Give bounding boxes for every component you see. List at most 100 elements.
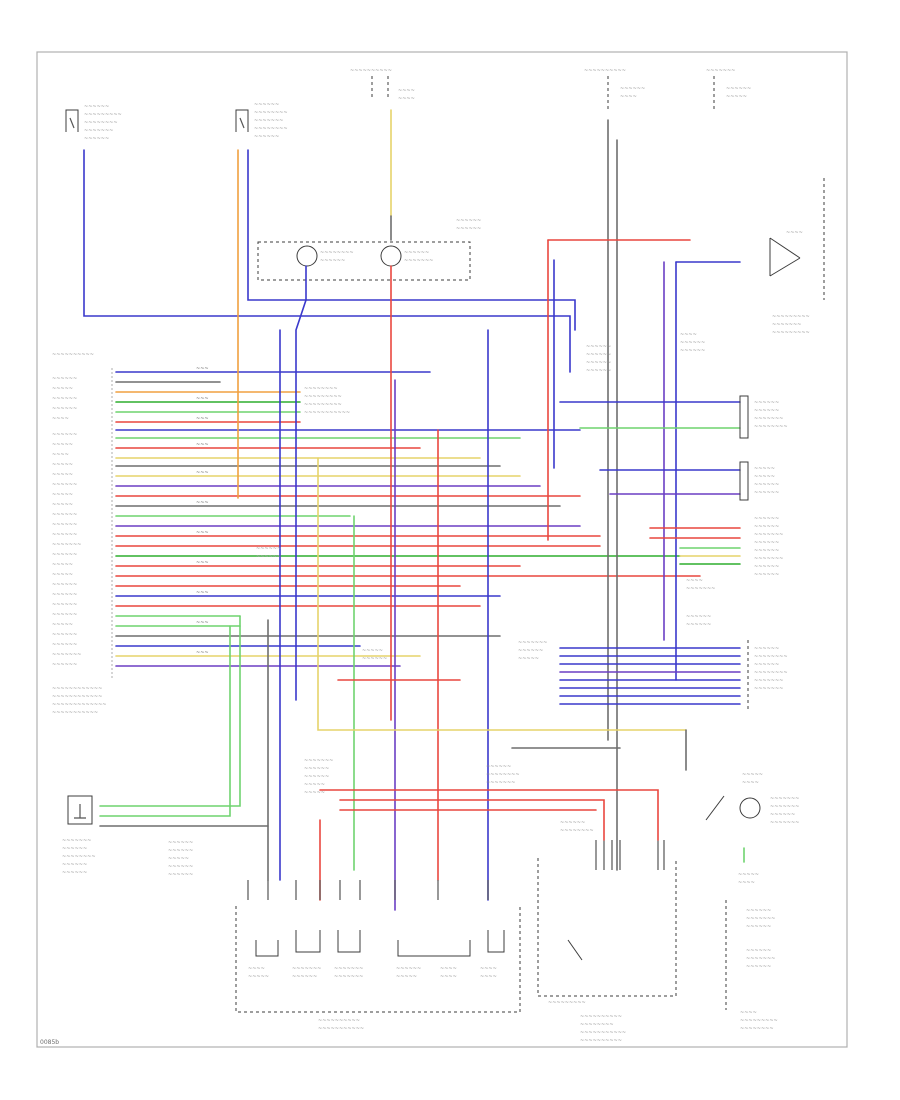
svg-text:~~~~~: ~~~~~: [52, 622, 73, 628]
svg-text:~~~~~~: ~~~~~~: [168, 840, 193, 846]
svg-text:~~~~~: ~~~~~: [52, 572, 73, 578]
svg-text:~~~~~~: ~~~~~~: [754, 548, 779, 554]
svg-text:~~~~~~: ~~~~~~: [686, 614, 711, 620]
svg-text:~~~~~: ~~~~~: [726, 94, 747, 100]
svg-text:~~~~: ~~~~: [52, 452, 69, 458]
svg-text:~~~~~~~: ~~~~~~~: [754, 416, 783, 422]
svg-text:~~~~~: ~~~~~: [738, 872, 759, 878]
svg-text:~~~~~~: ~~~~~~: [456, 218, 481, 224]
svg-text:~~~~~~~~: ~~~~~~~~: [486, 772, 520, 778]
svg-text:~~~~~~: ~~~~~~: [586, 352, 611, 358]
svg-text:~~~~~~: ~~~~~~: [404, 250, 429, 256]
svg-text:~~~~~~: ~~~~~~: [292, 974, 317, 980]
svg-text:~~~~~~~~~~: ~~~~~~~~~~: [584, 68, 626, 74]
svg-text:~~~~~~~: ~~~~~~~: [754, 556, 783, 562]
svg-text:~~~~~~: ~~~~~~: [254, 134, 279, 140]
cluster-meters: ~~~~~~~~ ~~~~~~ ~~~~~~ ~~~~~~~: [257, 241, 471, 281]
svg-text:~~~~~~: ~~~~~~: [754, 662, 779, 668]
svg-text:~~~~~~~~: ~~~~~~~~: [754, 654, 788, 660]
right-module-2: ~~~~~ ~~~~~ ~~~~~~ ~~~~~~: [599, 461, 779, 501]
svg-text:~~~~~~: ~~~~~~: [396, 966, 421, 972]
svg-text:~~~~: ~~~~: [248, 966, 265, 972]
svg-text:~~~~~~: ~~~~~~: [168, 864, 193, 870]
svg-text:~~~~~~: ~~~~~~: [52, 662, 77, 668]
svg-text:~~~~: ~~~~: [398, 88, 415, 94]
svg-text:~~~~~~~~~~: ~~~~~~~~~~: [318, 1018, 360, 1024]
svg-text:~~~~~: ~~~~~: [304, 782, 325, 788]
svg-text:~~~~~~: ~~~~~~: [754, 408, 779, 414]
svg-text:~~~~~~~: ~~~~~~~: [254, 118, 283, 124]
svg-text:~~~~~~: ~~~~~~: [52, 406, 77, 412]
ecm-pin-labels: ~~~~~~~~~~ ~~~~~~ ~~~~~ ~~~~~~ ~~~~~~ ~~…: [52, 352, 113, 716]
svg-text:~~~~: ~~~~: [480, 966, 497, 972]
diagram-frame: [36, 51, 848, 1048]
misc-labels: ~~~~~~ ~~~~~~ ~~~~~~ ~~~~~~ ~~~~~~ ~~~~~…: [256, 218, 705, 796]
svg-text:~~~~~~~~: ~~~~~~~~: [754, 670, 788, 676]
svg-text:~~~~~: ~~~~~: [754, 474, 775, 480]
svg-text:~~~~~~: ~~~~~~: [680, 348, 705, 354]
svg-text:~~~~~~~: ~~~~~~~: [84, 128, 113, 134]
svg-text:~~~~~~: ~~~~~~: [52, 552, 77, 558]
svg-text:~~~~: ~~~~: [686, 578, 703, 584]
svg-text:~~~~~~~~: ~~~~~~~~: [754, 424, 788, 430]
svg-text:~~~~~~~: ~~~~~~~: [772, 322, 801, 328]
svg-text:~~~~~~~~~~~~: ~~~~~~~~~~~~: [52, 686, 102, 692]
svg-text:~~~: ~~~: [196, 416, 209, 422]
svg-text:~~~: ~~~: [196, 366, 209, 372]
svg-text:~~~: ~~~: [196, 396, 209, 402]
svg-text:~~~~~: ~~~~~: [52, 462, 73, 468]
svg-text:~~~~: ~~~~: [738, 880, 755, 886]
svg-text:~~~~~~: ~~~~~~: [52, 602, 77, 608]
right-module-1: ~~~~~~ ~~~~~~ ~~~~~~~ ~~~~~~~~: [559, 395, 788, 439]
svg-text:~~~~: ~~~~: [620, 94, 637, 100]
svg-text:~~~~~~~: ~~~~~~~: [754, 678, 783, 684]
svg-text:~~~~: ~~~~: [52, 416, 69, 422]
svg-text:~~~~~~: ~~~~~~: [52, 642, 77, 648]
svg-text:~~~~~~~~: ~~~~~~~~: [320, 250, 354, 256]
throttle-sensor: ~~~~~~~ ~~~~~~ ~~~~~~~~ ~~~~~~ ~~~~~~ ~~…: [62, 615, 269, 878]
svg-text:~~~: ~~~: [196, 442, 209, 448]
svg-text:~~~~~~: ~~~~~~: [52, 396, 77, 402]
svg-text:~~~: ~~~: [196, 620, 209, 626]
svg-text:~~~~~~: ~~~~~~: [52, 522, 77, 528]
svg-text:~~~~~~~: ~~~~~~~: [686, 586, 715, 592]
svg-text:~~~~~~: ~~~~~~: [560, 820, 585, 826]
svg-text:~~~~~: ~~~~~: [52, 442, 73, 448]
svg-text:~~~~~~: ~~~~~~: [770, 812, 795, 818]
svg-text:~~~~~~~: ~~~~~~~: [754, 686, 783, 692]
svg-text:~~~~~~: ~~~~~~: [52, 632, 77, 638]
svg-text:~~~~~~: ~~~~~~: [754, 400, 779, 406]
svg-text:~~~~~~: ~~~~~~: [680, 340, 705, 346]
svg-text:~~~~~~~: ~~~~~~~: [770, 820, 799, 826]
svg-text:~~~: ~~~: [196, 500, 209, 506]
svg-text:~~~~: ~~~~: [740, 1010, 757, 1016]
svg-text:~~~~~~: ~~~~~~: [84, 104, 109, 110]
ecm-harness: ~~~ ~~~ ~~~ ~~~ ~~~ ~~~ ~~~ ~~~ ~~~ ~~~ …: [115, 366, 701, 667]
svg-text:~~~~~~: ~~~~~~: [62, 870, 87, 876]
svg-text:~~~~~~~~: ~~~~~~~~: [580, 1022, 614, 1028]
svg-text:~~~~~~: ~~~~~~: [518, 648, 543, 654]
svg-text:~~~~~~: ~~~~~~: [754, 482, 779, 488]
svg-text:~~~~~~: ~~~~~~: [586, 344, 611, 350]
svg-text:~~~~~: ~~~~~: [754, 466, 775, 472]
svg-text:~~~~~~~: ~~~~~~~: [334, 966, 363, 972]
svg-text:~~~~~~~~~~~: ~~~~~~~~~~~: [318, 1026, 364, 1032]
svg-text:~~~~~~: ~~~~~~: [52, 512, 77, 518]
svg-text:~~~~~~~: ~~~~~~~: [746, 956, 775, 962]
svg-text:~~~~~~~~~: ~~~~~~~~~: [304, 402, 342, 408]
svg-text:~~~~: ~~~~: [680, 332, 697, 338]
svg-text:~~~~~~~: ~~~~~~~: [706, 68, 735, 74]
svg-text:~~~~~: ~~~~~: [362, 648, 383, 654]
svg-text:~~~~: ~~~~: [786, 230, 803, 236]
svg-text:~~~~~~: ~~~~~~: [168, 848, 193, 854]
svg-text:~~~~~~: ~~~~~~: [754, 524, 779, 530]
svg-text:~~~~~~: ~~~~~~: [456, 226, 481, 232]
speed-sensor-bottom-right: ~~~~~ ~~~~ ~~~~~~~ ~~~~~~~ ~~~~~~ ~~~~~~…: [685, 729, 799, 1032]
top-left-sensor-2: ~~~~~~ ~~~~~~~~ ~~~~~~~ ~~~~~~~~ ~~~~~~: [235, 102, 288, 140]
svg-text:~~~: ~~~: [196, 530, 209, 536]
svg-text:~~~~: ~~~~: [398, 96, 415, 102]
svg-text:~~~~~~: ~~~~~~: [256, 554, 281, 560]
svg-text:~~~~~~~~~: ~~~~~~~~~: [740, 1018, 778, 1024]
svg-text:~~~~~~~: ~~~~~~~: [518, 640, 547, 646]
